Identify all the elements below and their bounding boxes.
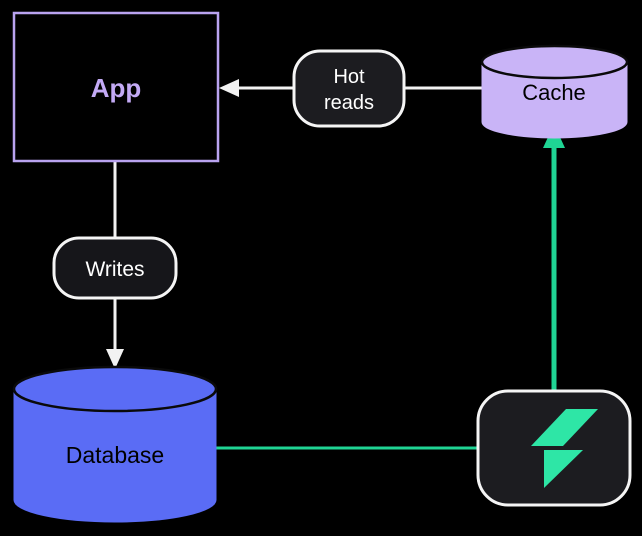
node-hot-reads-shape (292, 49, 406, 128)
node-cache-top-ellipse (480, 44, 629, 80)
lightning-bolt-icon-lower (544, 450, 583, 488)
node-database[interactable]: Database (12, 365, 218, 523)
node-bolt-service[interactable] (476, 389, 632, 507)
node-database-top-ellipse (12, 365, 218, 413)
node-app-label: App (91, 73, 142, 103)
node-app[interactable]: App (12, 11, 220, 163)
node-cache[interactable]: Cache (480, 44, 629, 139)
node-hot-reads[interactable]: Hot reads (292, 49, 406, 128)
lightning-bolt-icon-upper (531, 409, 598, 446)
node-database-body (13, 388, 217, 523)
node-writes-label: Writes (85, 258, 144, 281)
lightning-bolt-icon (531, 409, 598, 488)
node-hot-reads-label-line1: Hot (333, 66, 365, 88)
node-bolt-service-shape (476, 389, 632, 507)
node-app-shape (12, 11, 220, 163)
node-database-label: Database (66, 442, 164, 468)
arrowhead-left-into-app (219, 79, 239, 97)
arrowhead-down-into-database (106, 349, 124, 369)
node-writes-shape (52, 236, 178, 300)
node-cache-body (481, 61, 628, 139)
node-cache-label: Cache (522, 80, 586, 105)
node-hot-reads-label-line2: reads (324, 92, 374, 114)
node-writes[interactable]: Writes (52, 236, 178, 300)
